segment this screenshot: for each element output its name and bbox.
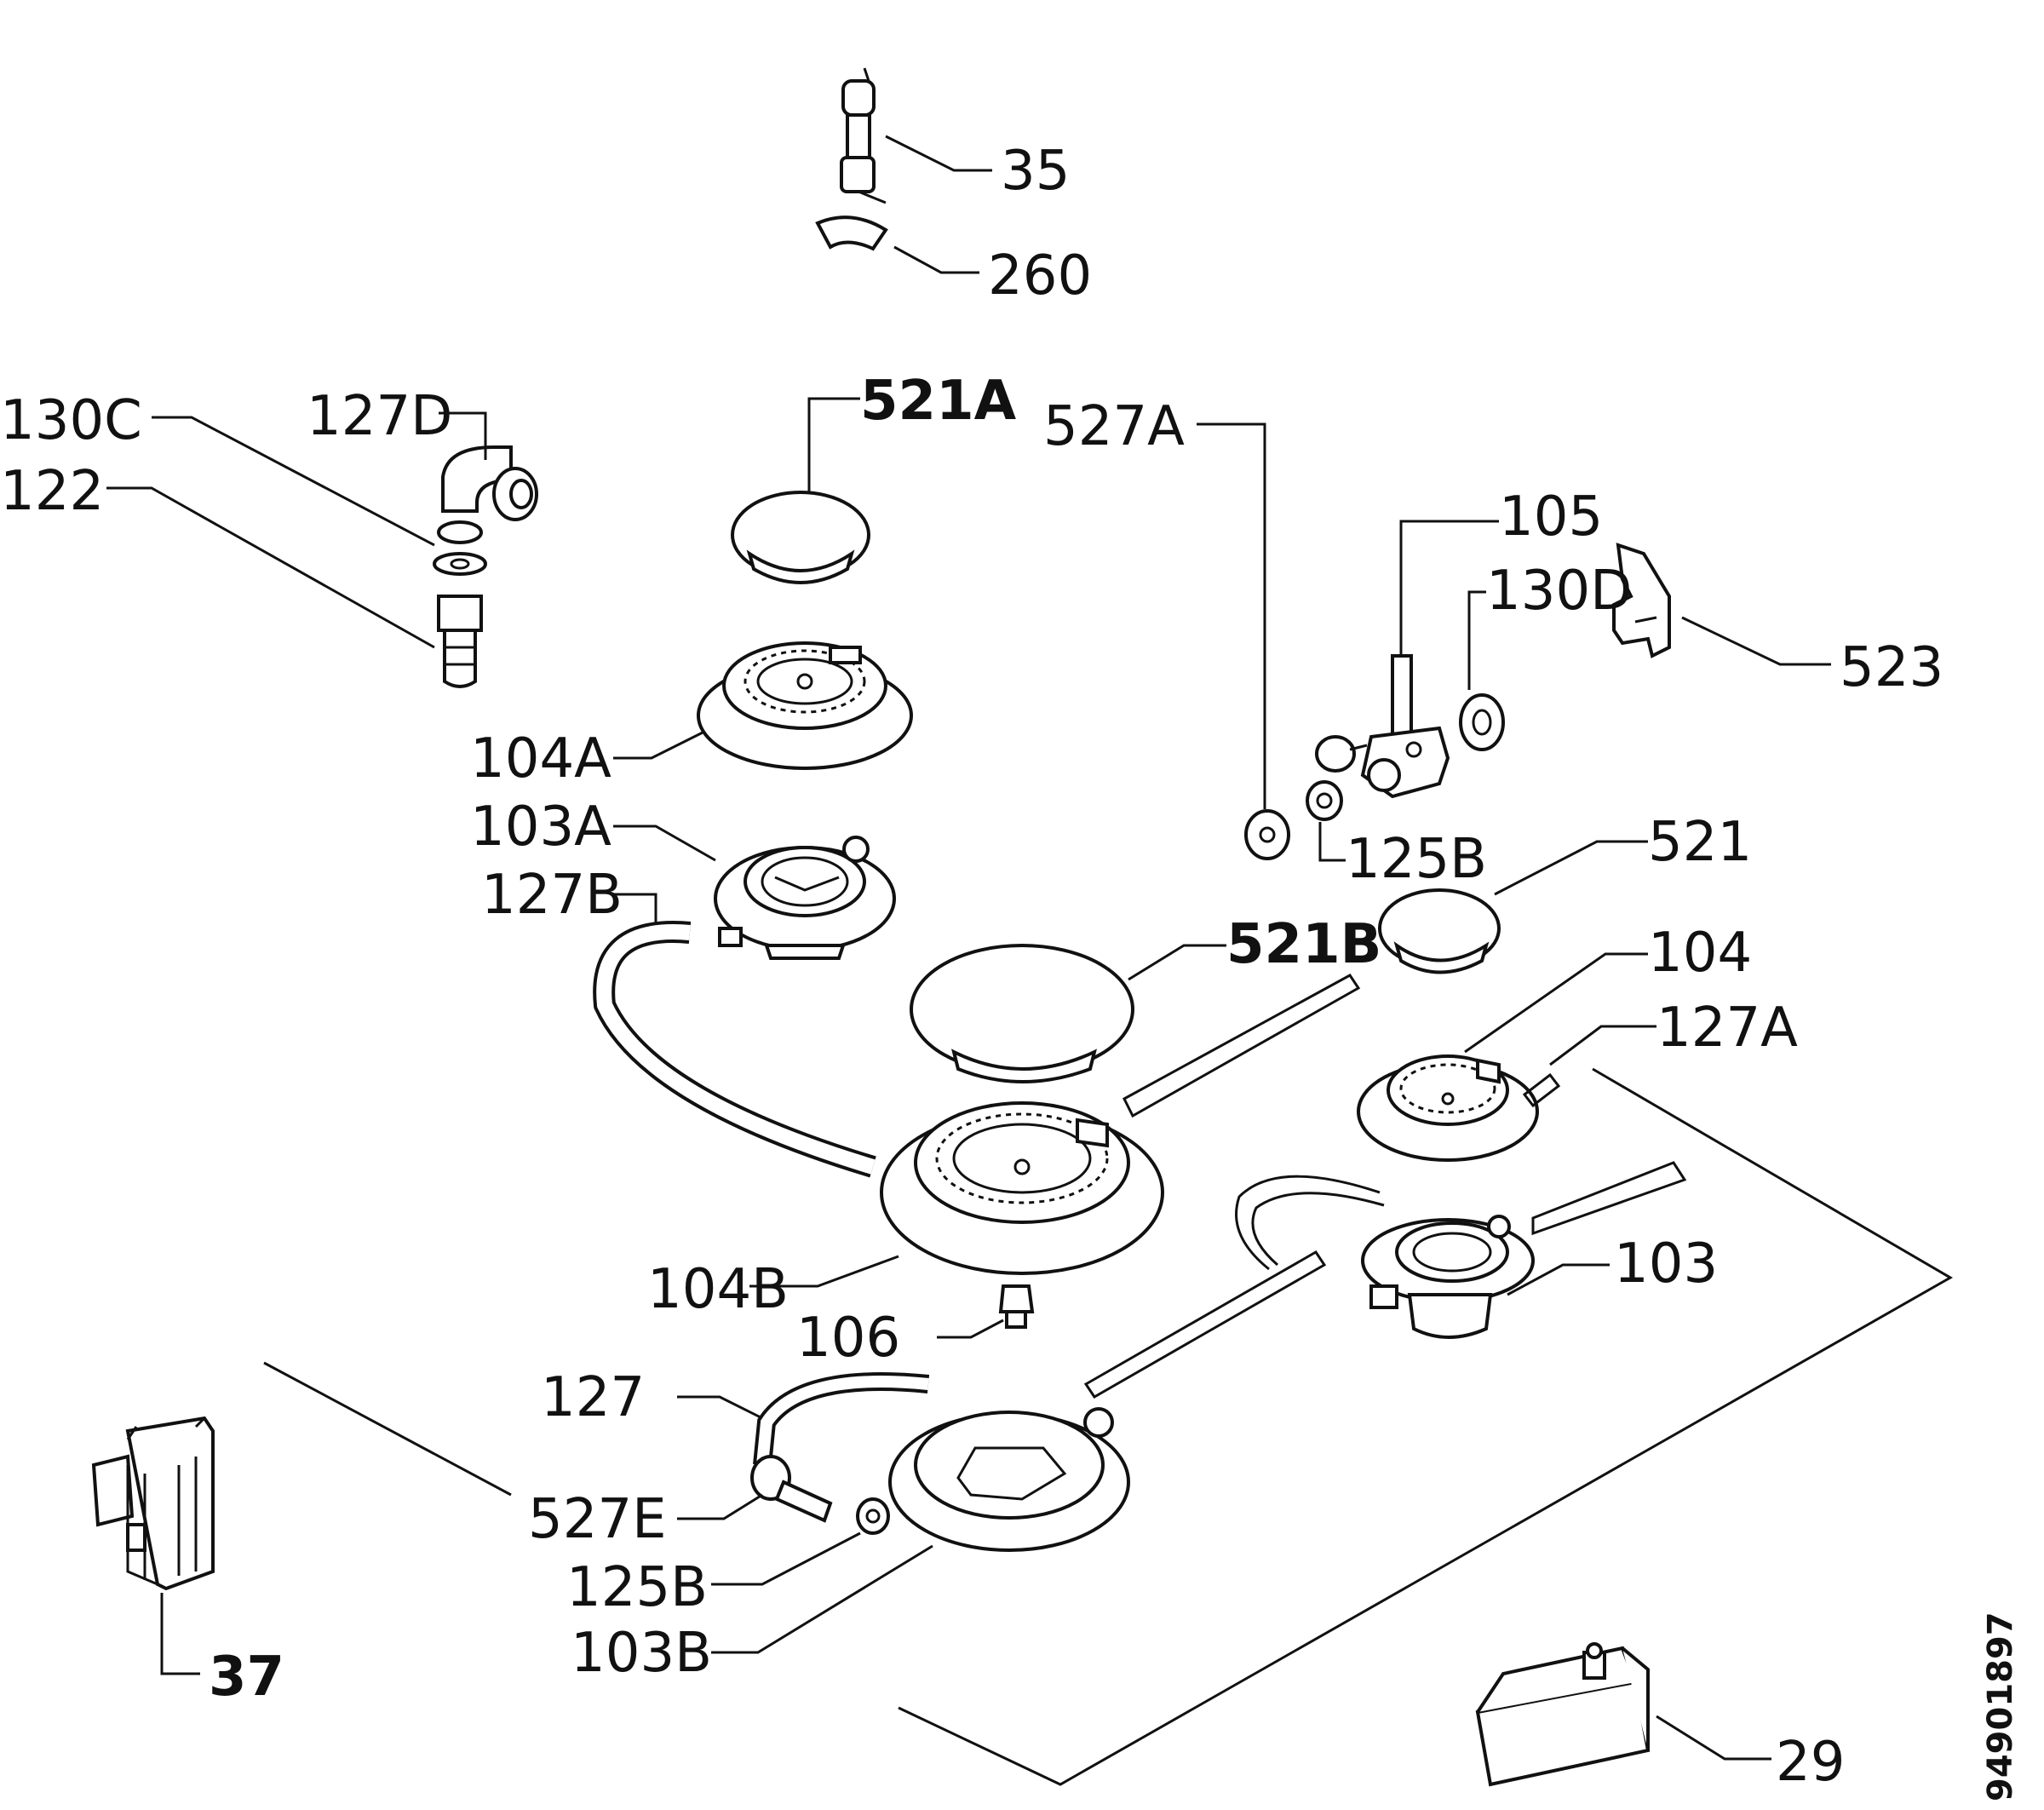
leader-127A	[1549, 1025, 1656, 1066]
gas-valve-105-part	[1315, 654, 1450, 799]
burner-crown-104-part	[1357, 1054, 1539, 1162]
leader-105	[1399, 520, 1499, 656]
label-105: 105	[1499, 486, 1603, 549]
label-125B-top: 125B	[1346, 828, 1487, 891]
leader-37	[160, 1593, 200, 1675]
connector-527E-part	[750, 1455, 833, 1523]
leader-103B	[711, 1544, 933, 1654]
burner-cap-521-part	[1378, 888, 1501, 974]
gas-tube-127B-part	[593, 921, 876, 1178]
switch-37-part	[91, 1416, 215, 1591]
leader-521	[1494, 840, 1648, 896]
leader-127B	[613, 893, 657, 924]
label-521A: 521A	[860, 370, 1017, 433]
leader-29	[1656, 1715, 1771, 1761]
label-127D: 127D	[307, 385, 452, 448]
nut-527A-part	[1244, 809, 1290, 860]
label-125B-bottom: 125B	[566, 1556, 708, 1619]
label-527E: 527E	[528, 1488, 667, 1551]
leader-521A	[807, 397, 860, 494]
label-35: 35	[1001, 140, 1070, 203]
washer-130D-part	[1459, 693, 1505, 751]
label-29: 29	[1776, 1731, 1845, 1794]
label-103: 103	[1614, 1233, 1718, 1296]
gas-tube-right-part	[1235, 1161, 1687, 1271]
burner-base-103A-part	[714, 836, 896, 960]
module-29-part	[1475, 1642, 1651, 1787]
leader-125B-top	[1318, 822, 1346, 862]
burner-base-103-part	[1361, 1215, 1535, 1339]
label-104A: 104A	[470, 727, 611, 790]
label-260: 260	[988, 244, 1092, 307]
label-130D: 130D	[1486, 560, 1632, 623]
label-122: 122	[0, 460, 104, 523]
gas-tube-center-part	[1122, 974, 1361, 1118]
label-104B: 104B	[647, 1258, 789, 1321]
nozzle-125B-top-part	[1306, 780, 1343, 821]
bracket-523-part	[1612, 543, 1671, 658]
label-106: 106	[796, 1307, 900, 1370]
burner-cap-521A-part	[731, 491, 870, 584]
leader-127	[677, 1395, 763, 1420]
label-127A: 127A	[1656, 997, 1798, 1060]
burner-base-103B-part	[888, 1407, 1130, 1552]
label-523: 523	[1840, 636, 1944, 699]
leader-260	[893, 245, 979, 274]
injector-106-part	[998, 1284, 1035, 1329]
leader-130D	[1467, 590, 1486, 690]
label-527A: 527A	[1043, 395, 1185, 458]
leader-103	[1507, 1263, 1610, 1296]
label-521: 521	[1648, 811, 1752, 874]
ignition-electrode-part	[840, 67, 887, 204]
leader-527A	[1197, 422, 1266, 809]
label-127: 127	[541, 1366, 645, 1429]
leader-122	[106, 486, 435, 649]
leader-104A	[613, 731, 703, 760]
label-37: 37	[209, 1646, 284, 1709]
label-130C: 130C	[0, 389, 142, 452]
gas-tube-127A-part	[1522, 1072, 1561, 1108]
burner-cap-521B-part	[910, 944, 1134, 1083]
label-104: 104	[1648, 922, 1752, 985]
leader-104B	[749, 1255, 899, 1288]
leader-527E	[677, 1493, 763, 1520]
leader-130C	[152, 416, 435, 547]
leader-104	[1464, 952, 1648, 1054]
label-127B: 127B	[481, 864, 623, 927]
burner-crown-104B-part	[880, 1101, 1164, 1275]
burner-crown-104A-part	[697, 641, 913, 770]
elbow-connector-part	[433, 445, 538, 688]
leader-127D	[439, 411, 487, 460]
electrode-clip-part	[815, 215, 888, 251]
gas-tube-long-part	[1083, 1250, 1327, 1399]
label-103A: 103A	[470, 796, 611, 859]
label-103B: 103B	[571, 1622, 712, 1685]
leader-125B-bottom	[711, 1531, 861, 1586]
leader-106	[937, 1319, 1004, 1339]
label-521B: 521B	[1226, 913, 1381, 976]
leader-35	[885, 135, 992, 172]
leader-103A	[613, 825, 716, 862]
gas-tube-127-part	[753, 1372, 930, 1467]
nozzle-125B-bottom-part	[856, 1497, 890, 1535]
leader-521B	[1128, 944, 1226, 981]
leader-523	[1681, 616, 1831, 666]
hob-outline	[263, 1067, 1954, 1786]
drawing-code: 94901897	[1981, 1612, 2020, 1801]
